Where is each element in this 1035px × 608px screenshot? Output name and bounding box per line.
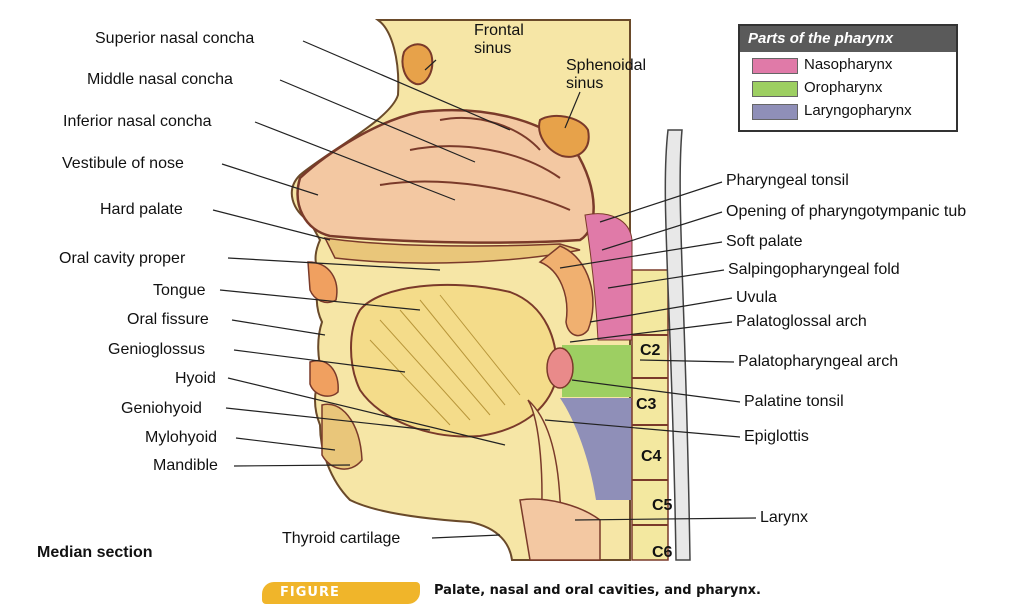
- label-pharyngeal-tonsil: Pharyngeal tonsil: [726, 172, 849, 190]
- label-inferior-nasal-concha: Inferior nasal concha: [63, 113, 212, 131]
- label-frontal-sinus: Frontal sinus: [474, 22, 524, 58]
- legend-swatch-nasopharynx: [752, 58, 798, 74]
- label-genioglossus: Genioglossus: [108, 341, 205, 359]
- legend-item-laryngopharynx: Laryngopharynx: [740, 101, 956, 121]
- legend-label-oropharynx: Oropharynx: [804, 79, 882, 96]
- label-opening-pharyngotympanic: Opening of pharyngotympanic tub: [726, 203, 966, 221]
- label-uvula: Uvula: [736, 289, 777, 307]
- median-section-label: Median section: [37, 544, 153, 562]
- pharynx-legend: Parts of the pharynx Nasopharynx Orophar…: [738, 24, 958, 132]
- label-hard-palate: Hard palate: [100, 201, 183, 219]
- legend-swatch-oropharynx: [752, 81, 798, 97]
- palatine-tonsil-shape: [547, 348, 573, 388]
- label-palatopharyngeal-arch: Palatopharyngeal arch: [738, 353, 898, 371]
- label-salpingopharyngeal-fold: Salpingopharyngeal fold: [728, 261, 900, 279]
- label-soft-palate: Soft palate: [726, 233, 803, 251]
- legend-label-laryngopharynx: Laryngopharynx: [804, 102, 912, 119]
- vertebra-c4: C4: [641, 448, 661, 466]
- label-mylohyoid: Mylohyoid: [145, 429, 217, 447]
- label-geniohyoid: Geniohyoid: [121, 400, 202, 418]
- vertebra-c2: C2: [640, 342, 660, 360]
- label-oral-cavity-proper: Oral cavity proper: [59, 250, 185, 268]
- label-mandible: Mandible: [153, 457, 218, 475]
- legend-title: Parts of the pharynx: [740, 26, 956, 52]
- vertebra-c6: C6: [652, 544, 672, 562]
- label-palatoglossal-arch: Palatoglossal arch: [736, 313, 867, 331]
- label-tongue: Tongue: [153, 282, 206, 300]
- spinal-cord: [665, 130, 690, 560]
- legend-swatch-laryngopharynx: [752, 104, 798, 120]
- legend-label-nasopharynx: Nasopharynx: [804, 56, 892, 73]
- label-thyroid-cartilage: Thyroid cartilage: [282, 530, 400, 548]
- vertebra-c5: C5: [652, 497, 672, 515]
- label-epiglottis: Epiglottis: [744, 428, 809, 446]
- label-palatine-tonsil: Palatine tonsil: [744, 393, 844, 411]
- caption-text: Palate, nasal and oral cavities, and pha…: [434, 583, 761, 598]
- label-vestibule-of-nose: Vestibule of nose: [62, 155, 184, 173]
- legend-item-nasopharynx: Nasopharynx: [740, 55, 956, 75]
- label-sphenoidal-sinus: Sphenoidal sinus: [566, 57, 646, 93]
- label-middle-nasal-concha: Middle nasal concha: [87, 71, 233, 89]
- frontal-sinus: [403, 44, 433, 84]
- label-superior-nasal-concha: Superior nasal concha: [95, 30, 254, 48]
- vertebra-c3: C3: [636, 396, 656, 414]
- figure-badge: FIGURE: [262, 582, 420, 604]
- label-oral-fissure: Oral fissure: [127, 311, 209, 329]
- legend-item-oropharynx: Oropharynx: [740, 78, 956, 98]
- label-larynx: Larynx: [760, 509, 808, 527]
- label-hyoid: Hyoid: [175, 370, 216, 388]
